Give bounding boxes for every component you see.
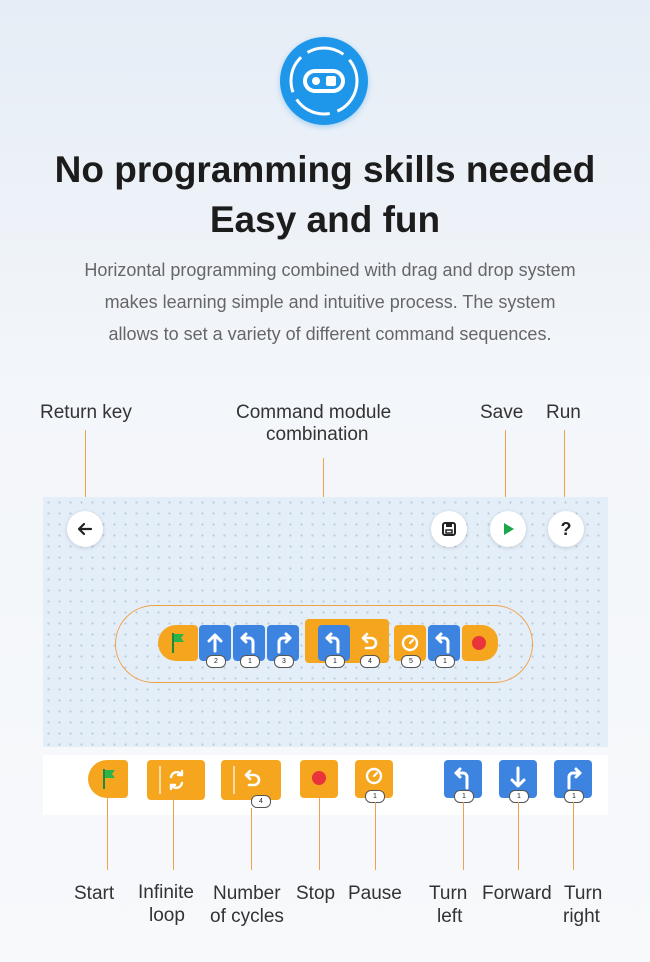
description-line: allows to set a variety of different com…: [108, 324, 552, 344]
callout-line: [505, 430, 506, 515]
sequence-badge: 1: [240, 655, 260, 668]
save-button[interactable]: [431, 511, 467, 547]
arrow-up-icon: [207, 633, 223, 653]
turn-left-icon: [240, 632, 255, 654]
run-button[interactable]: [490, 511, 526, 547]
repeat-icon: [361, 632, 378, 650]
stop-icon: [472, 636, 486, 650]
label-infinite-line-1: Infinite: [138, 882, 194, 903]
palette-badge: 1: [509, 790, 529, 803]
label-pause: Pause: [348, 883, 402, 904]
label-cycles-line-2: of cycles: [210, 906, 284, 927]
sequence-badge: 5: [401, 655, 421, 668]
callout-command-line-1: Command module: [236, 402, 392, 423]
turn-right-icon: [277, 632, 292, 654]
sequence-block-repeat[interactable]: 4: [352, 625, 386, 668]
palette-block-forward[interactable]: 1: [499, 760, 537, 803]
palette-block-turn-left[interactable]: 1: [444, 760, 482, 803]
callout-line: [573, 802, 574, 870]
headline-line-1: No programming skills needed: [54, 149, 596, 190]
turn-left-icon: [325, 632, 340, 654]
sequence-badge: 3: [274, 655, 294, 668]
callout-line: [107, 795, 108, 870]
label-stop: Stop: [296, 883, 336, 904]
turn-right-icon: [567, 767, 582, 790]
callout-line: [375, 802, 376, 870]
flag-icon: [172, 633, 184, 653]
play-icon: [504, 523, 514, 535]
callout-line: [251, 808, 252, 870]
palette-block-infinite-loop[interactable]: [147, 760, 205, 800]
turn-left-icon: [435, 632, 450, 654]
palette-block-start[interactable]: [88, 760, 128, 798]
pause-icon: [401, 634, 419, 652]
sequence-block-pause[interactable]: 5: [394, 625, 426, 668]
label-turn-right-line-1: Turn: [564, 883, 603, 904]
label-forward: Forward: [482, 883, 552, 904]
sequence-badge: 1: [325, 655, 345, 668]
controller-icon: [289, 46, 359, 116]
description-line: makes learning simple and intuitive proc…: [104, 292, 556, 312]
palette-block-repeat[interactable]: 4: [221, 760, 281, 808]
repeat-icon: [233, 766, 261, 794]
label-start: Start: [74, 883, 115, 904]
sequence-block-start[interactable]: [158, 625, 198, 661]
sequence-block-turn-left[interactable]: 1: [428, 625, 460, 668]
callout-command-line-2: combination: [266, 424, 369, 445]
callout-line: [564, 430, 565, 515]
save-icon: [442, 522, 456, 536]
arrow-left-icon: [77, 522, 93, 536]
stop-icon: [312, 771, 326, 785]
callout-return-key: Return key: [40, 402, 132, 423]
palette-badge: 1: [365, 790, 385, 803]
palette-badge: 1: [454, 790, 474, 803]
label-turn-left-line-2: left: [437, 906, 463, 927]
description: Horizontal programming combined with dra…: [30, 254, 630, 350]
callout-save: Save: [480, 402, 524, 423]
label-infinite-line-2: loop: [149, 905, 185, 926]
palette-block-turn-right[interactable]: 1: [554, 760, 592, 803]
back-button[interactable]: [67, 511, 103, 547]
pause-icon: [365, 767, 383, 785]
label-turn-right-line-2: right: [563, 906, 600, 927]
turn-left-icon: [454, 767, 469, 790]
sequence-block-turn-left[interactable]: 1: [233, 625, 265, 668]
sequence-block-stop[interactable]: [462, 625, 498, 661]
callout-line: [173, 795, 174, 870]
infinite-loop-icon: [159, 766, 184, 794]
sequence-block-forward[interactable]: 2: [199, 625, 231, 668]
sequence-block-turn-left[interactable]: 1: [318, 625, 350, 668]
description-line: Horizontal programming combined with dra…: [84, 260, 576, 280]
arrow-down-icon: [510, 766, 526, 788]
callout-line: [463, 802, 464, 870]
sequence-badge: 4: [360, 655, 380, 668]
label-turn-left-line-1: Turn: [429, 883, 468, 904]
flag-icon: [103, 769, 115, 789]
palette-badge: 1: [564, 790, 584, 803]
palette-block-stop[interactable]: [300, 760, 338, 798]
sequence-block-turn-right[interactable]: 3: [267, 625, 299, 668]
logo: [280, 37, 368, 125]
help-label: ?: [560, 518, 572, 539]
sequence-badge: 2: [206, 655, 226, 668]
callout-line: [518, 802, 519, 870]
palette-block-pause[interactable]: 1: [355, 760, 393, 803]
sequence-badge: 1: [435, 655, 455, 668]
callout-line: [85, 430, 86, 515]
callout-line: [319, 795, 320, 870]
callout-run: Run: [546, 402, 581, 423]
help-button[interactable]: ?: [548, 511, 584, 547]
palette-badge: 4: [251, 795, 271, 808]
headline-line-2: Easy and fun: [209, 199, 441, 240]
label-cycles-line-1: Number: [213, 883, 281, 904]
command-sequence-highlight: [115, 605, 533, 683]
